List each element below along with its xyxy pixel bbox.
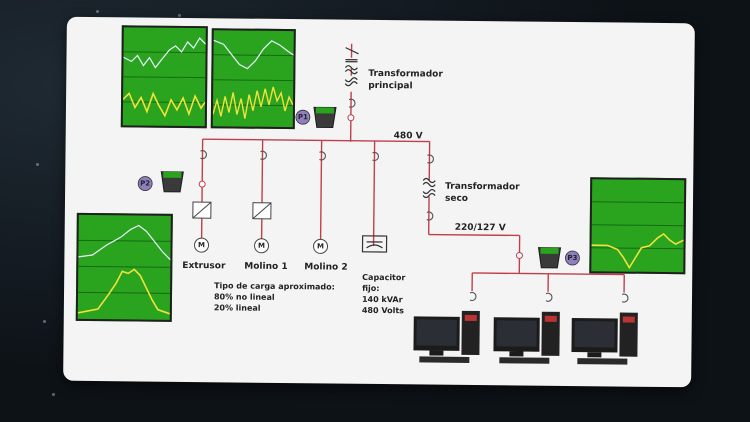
computer-icons — [413, 310, 638, 365]
main-transformer-icon — [344, 47, 359, 87]
scope-panel-4 — [589, 177, 687, 275]
diagram-card: Transformador principal 480 V Transforma… — [63, 16, 695, 388]
motor-symbol-2: M — [258, 241, 266, 250]
meter-label-p1: P1 — [297, 113, 308, 122]
load-label-extrusor: Extrusor — [182, 260, 226, 272]
motor-symbol-1: M — [198, 241, 206, 250]
load-label-molino-1: Molino 1 — [244, 261, 288, 273]
motor-icons — [194, 237, 329, 254]
main-transformer-label: Transformador principal — [368, 68, 443, 92]
meter-badge-p2 — [137, 176, 153, 191]
meter-badge-p1 — [295, 109, 311, 125]
dry-transformer-label: Transformador seco — [444, 181, 520, 204]
scope-panel-1 — [120, 25, 208, 129]
dust-speck — [36, 163, 39, 166]
capacitor-icon — [361, 235, 388, 253]
meter-devices — [160, 106, 562, 269]
dust-speck — [43, 320, 46, 323]
single-line-diagram — [137, 43, 638, 365]
drive-icons — [192, 201, 272, 220]
dry-transformer-icon — [422, 177, 436, 199]
motor-symbol-3: M — [317, 242, 325, 251]
scope-panel-2 — [210, 28, 296, 130]
meter-label-p3: P3 — [567, 253, 578, 263]
dust-speck — [52, 393, 55, 396]
dust-speck — [96, 10, 99, 13]
meter-label-p2: P2 — [140, 179, 151, 188]
low-voltage-label: 220/127 V — [454, 222, 506, 234]
load-label-molino-2: Molino 2 — [304, 262, 348, 273]
scope-panel-3 — [75, 212, 173, 322]
dust-speck — [178, 14, 181, 17]
load-type-note: Tipo de carga aproximado: 80% no lineal … — [213, 281, 335, 313]
bus-voltage-label: 480 V — [393, 131, 423, 142]
breaker-icons — [200, 98, 629, 303]
capacitor-label: Capacitor fijo: 140 kVAr 480 Volts — [361, 272, 406, 316]
meter-badge-p3 — [565, 250, 580, 266]
